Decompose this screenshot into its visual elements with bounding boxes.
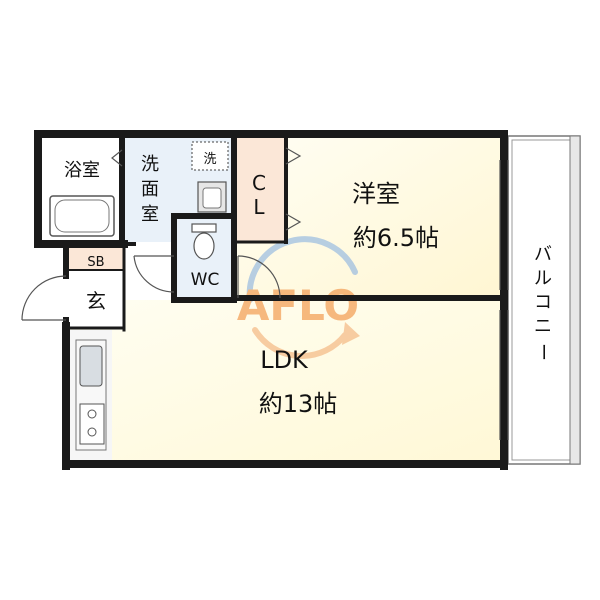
bathtub-icon (49, 195, 115, 237)
entrance-label: 玄 (86, 289, 106, 313)
walls (34, 130, 508, 470)
washroom-label-2: 面 (141, 179, 159, 200)
balcony-char-1: バ (534, 244, 552, 265)
balcony-label: バ ル コ ニ ー (532, 244, 553, 361)
watermark-text: AFLO (237, 281, 359, 330)
western-room-size: 約6.5帖 (353, 224, 439, 252)
door-swing-icon (21, 147, 302, 321)
balcony-windows (499, 160, 509, 440)
washroom-label-1: 洗 (141, 154, 159, 175)
ldk-floor (68, 300, 502, 462)
balcony (507, 135, 581, 465)
western-room-name: 洋室 (352, 180, 400, 208)
wc-label: WC (191, 270, 220, 290)
ldk-name: LDK (260, 346, 309, 374)
bath-label: 浴室 (64, 160, 100, 181)
balcony-char-4: ニ (534, 316, 552, 337)
shoebox-floor (68, 246, 124, 270)
toilet-icon (191, 223, 217, 260)
closet-floor (236, 136, 284, 242)
ldk-size: 約13帖 (259, 390, 338, 418)
closet-label-1: C (252, 171, 266, 195)
entrance-floor (68, 272, 124, 328)
washer-label: 洗 (203, 152, 216, 167)
sink-icon (197, 181, 227, 213)
balcony-char-5: ー (532, 343, 553, 361)
washer-icon (191, 141, 229, 171)
balcony-char-2: ル (534, 268, 552, 289)
shoebox-label: SB (87, 255, 104, 270)
stove-icon (79, 403, 105, 445)
washroom-label-3: 室 (141, 204, 159, 225)
closet-label-2: L (253, 195, 265, 219)
balcony-char-3: コ (534, 292, 552, 313)
watermark: AFLO (237, 236, 360, 359)
